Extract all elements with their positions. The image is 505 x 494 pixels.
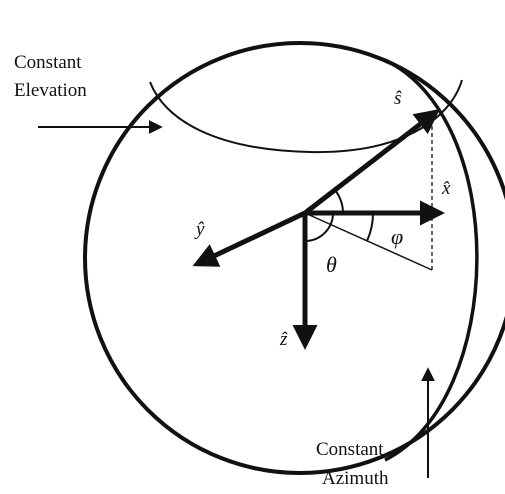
constant-elevation-circle-front [149,79,463,154]
y-hat-label: ŷ [194,219,205,240]
constant-elevation-label-line2: Elevation [14,80,87,101]
theta-label: θ [326,252,337,277]
phi-label: φ [391,224,403,249]
constant-azimuth-label-line1: Constant [316,439,384,460]
y-hat-vector [192,210,307,267]
constant-elevation-label-line1: Constant [14,52,82,73]
s-hat-vector [303,108,440,215]
phi-projection-line [304,212,433,271]
elevation-angle-arc [334,189,344,214]
phi-angle-arc [366,212,375,242]
s-hat-label: ŝ [394,88,402,109]
constant-azimuth-label-line2: Azimuth [322,468,389,489]
sphere-outline [83,41,505,475]
theta-angle-arc [304,212,334,242]
z-hat-label: ẑ [279,329,288,350]
x-hat-label: x̂ [441,178,451,199]
